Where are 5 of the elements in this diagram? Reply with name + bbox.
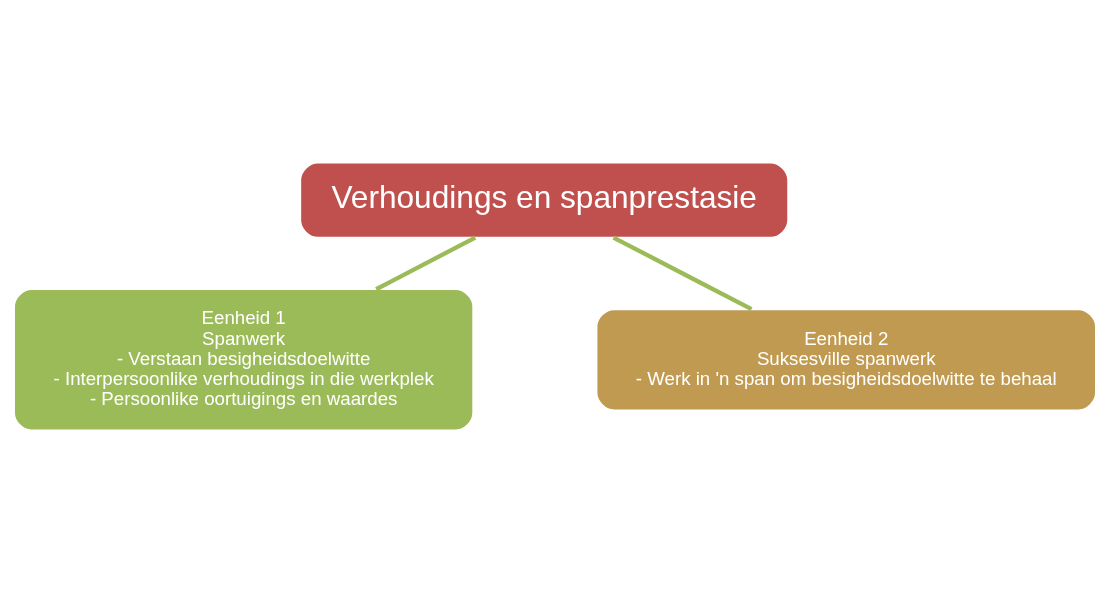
node-box: Eenheid 2 Suksesville spanwerk - Werk in 'n span om besigheidsdoelwitte te behaal: [596, 308, 1097, 411]
connector: [612, 235, 753, 311]
node-box: Verhoudings en spanprestasie: [299, 161, 789, 238]
connector: [375, 235, 477, 291]
node-box: Eenheid 1 Spanwerk - Verstaan besigheidsdoelwitte - Interpersoonlike verhoudings in die werkplek - Persoonlike oortuigings en waardes: [13, 288, 474, 431]
